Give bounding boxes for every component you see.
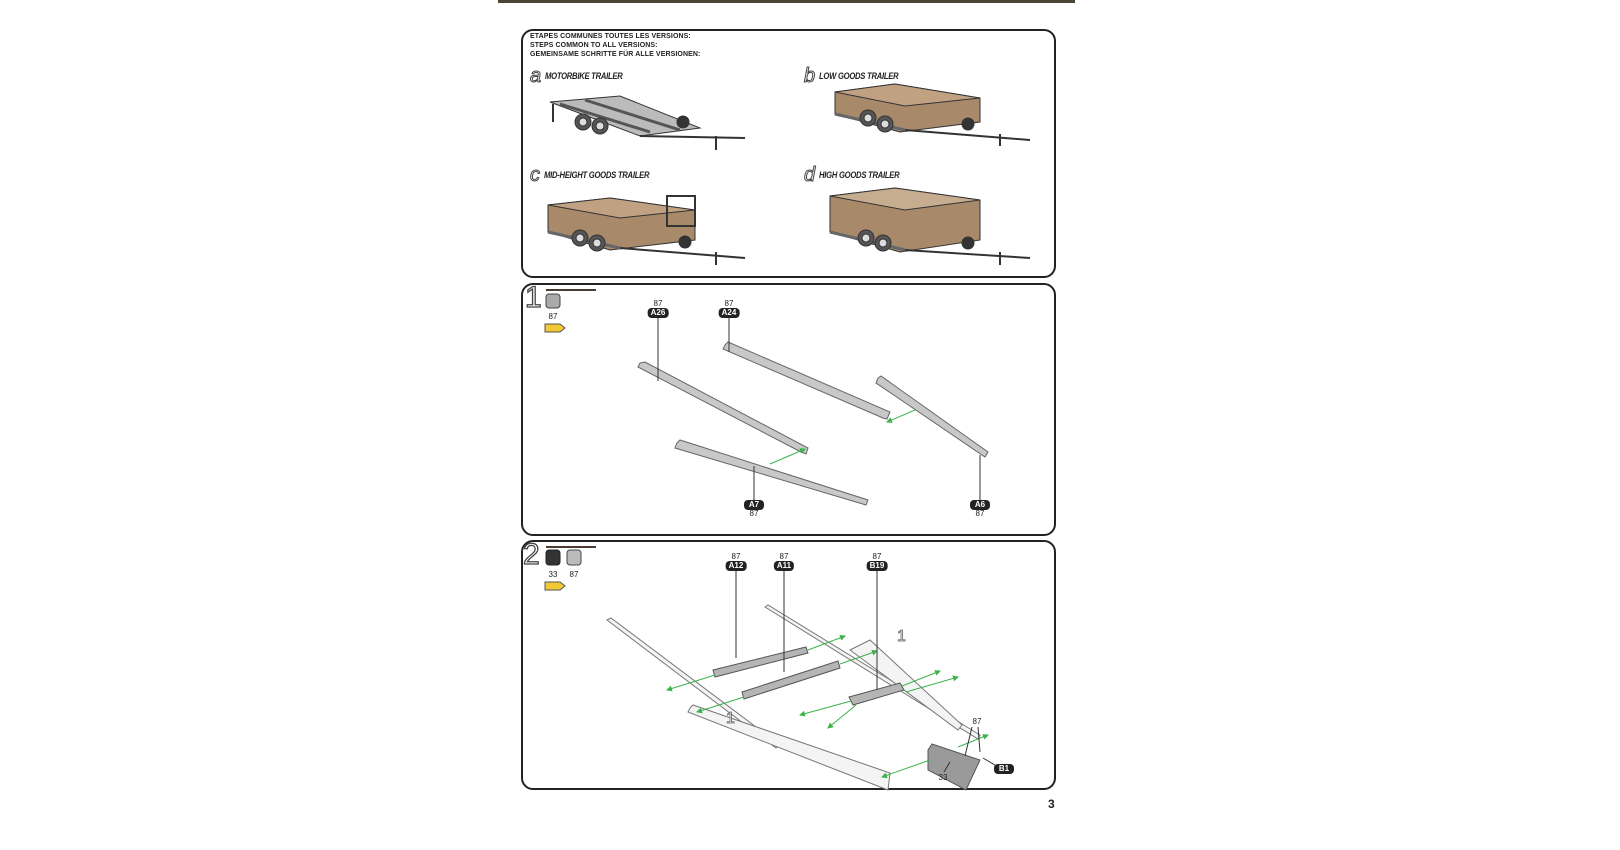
step2-paint-code-87: 87 [569,570,579,579]
version-letter: b [803,65,816,87]
version-letter: a [529,65,542,87]
step1-reference-left: 1 [726,710,736,728]
page-top-rule [498,0,1075,3]
part-a6-paint: 87 [975,509,985,518]
heading-fr: ETAPES COMMUNES TOUTES LES VERSIONS: [530,33,691,40]
part-b19-paint: 87 [872,552,882,561]
part-a12-tag: A12 [725,561,747,571]
part-a24-paint: 87 [724,299,734,308]
heading-en: STEPS COMMON TO ALL VERSIONS: [530,42,658,49]
step-1-panel [521,283,1056,536]
version-name: MID-HEIGHT GOODS TRAILER [544,170,650,180]
part-a7-tag: A7 [744,500,764,510]
step1-reference-right: 1 [897,628,907,646]
step-1-number: 1 [524,281,542,314]
part-a24-tag: A24 [718,308,740,318]
part-a11-tag: A11 [773,561,795,571]
part-a26-paint: 87 [653,299,663,308]
version-name: MOTORBIKE TRAILER [545,71,623,81]
version-d-label: d HIGH GOODS TRAILER [803,164,914,186]
part-a6-tag: A6 [970,500,990,510]
part-a11-paint: 87 [779,552,789,561]
step2-paint-code-33: 33 [548,570,558,579]
part-a26-tag: A26 [647,308,669,318]
version-c-label: c MID-HEIGHT GOODS TRAILER [530,164,668,186]
step-2-panel [521,540,1056,790]
version-a-label: a MOTORBIKE TRAILER [529,65,636,87]
version-b-label: b LOW GOODS TRAILER [803,65,913,87]
version-letter: c [530,164,541,186]
common-steps-heading: ETAPES COMMUNES TOUTES LES VERSIONS: STE… [530,32,700,59]
step-2-number: 2 [522,538,540,571]
version-letter: d [803,164,816,186]
page-number: 3 [1048,797,1055,811]
part-b1-tag: B1 [994,764,1014,774]
part-a7-paint: 87 [749,509,759,518]
heading-de: GEMEINSAME SCHRITTE FÜR ALLE VERSIONEN: [530,51,701,58]
step1-paint-code: 87 [548,312,558,321]
part-b1-paint-33: 33 [938,773,948,782]
version-name: HIGH GOODS TRAILER [819,170,900,180]
part-b19-tag: B19 [866,561,888,571]
part-a12-paint: 87 [731,552,741,561]
part-b1-paint: 87 [972,717,982,726]
version-name: LOW GOODS TRAILER [819,71,899,81]
